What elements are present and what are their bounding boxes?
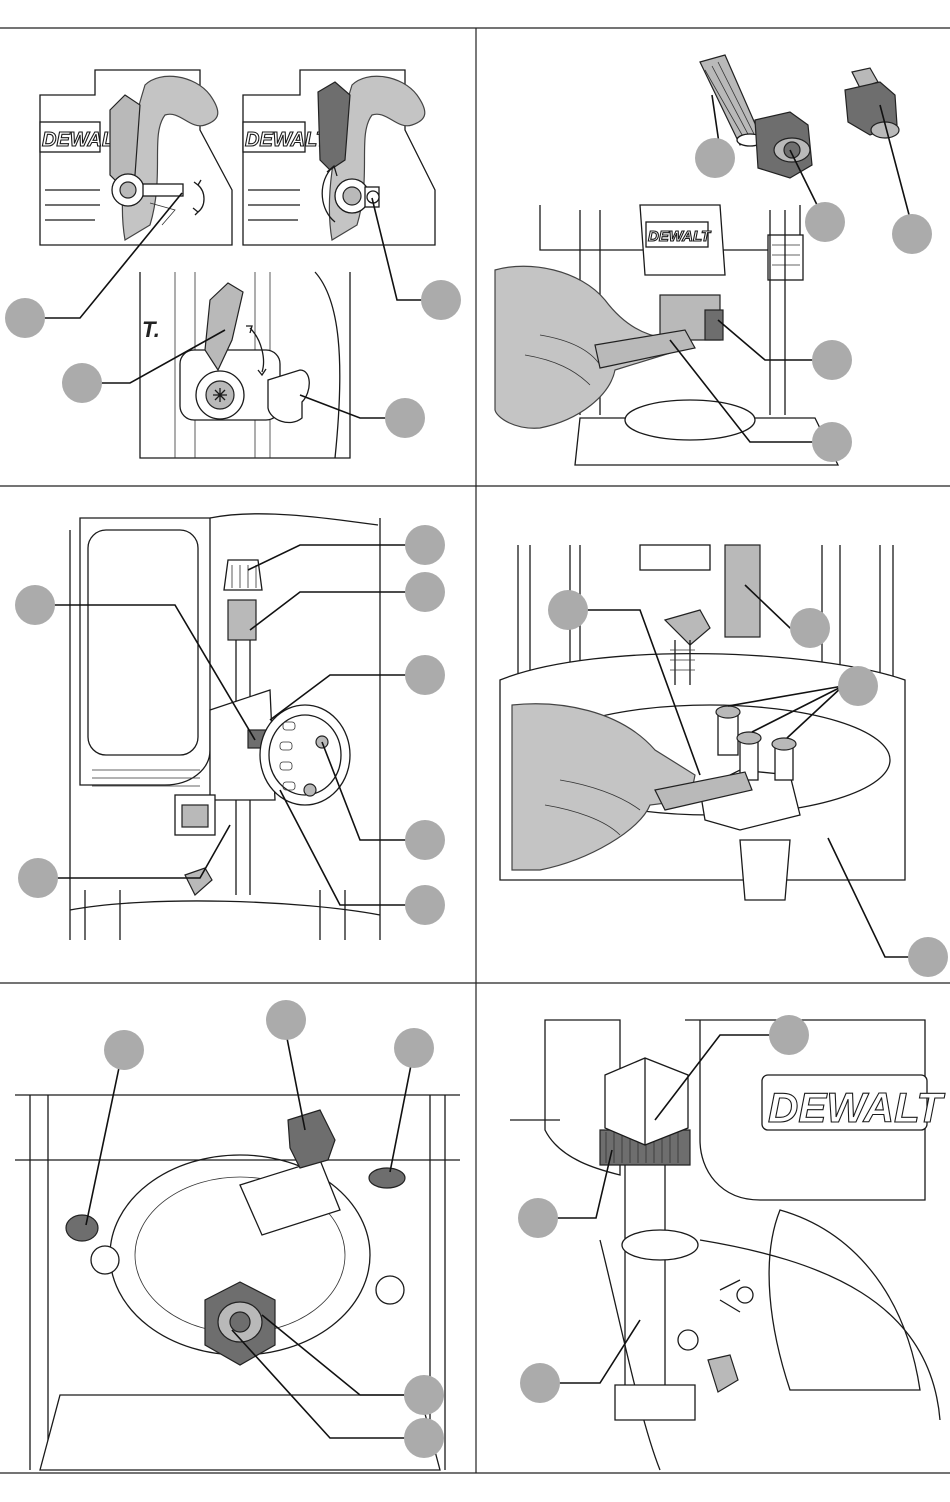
panel-depth-adjust-knob: DEWALT: [510, 1015, 946, 1470]
brand-logo-right: DEWALT: [245, 129, 330, 151]
callout-circle: [405, 885, 445, 925]
lock-lever-close-view: T.: [140, 272, 350, 458]
callout-circle: [5, 298, 45, 338]
callout-circle: [405, 525, 445, 565]
leader-line: [248, 545, 412, 570]
callout-circle: [405, 655, 445, 695]
router-body-left-view: DEWALT: [40, 70, 232, 245]
callout-circle: [18, 858, 58, 898]
leader-line: [250, 592, 412, 630]
leader-line: [718, 320, 820, 360]
callout-circle: [520, 1363, 560, 1403]
callout-circle: [405, 820, 445, 860]
leader-line: [286, 1033, 305, 1130]
brand-logo-panel6: DEWALT: [768, 1084, 946, 1131]
brand-logo-fragment: T.: [142, 317, 160, 342]
callout-circle: [404, 1375, 444, 1415]
callout-circle: [62, 363, 102, 403]
leader-line: [280, 790, 412, 905]
panel-collet-nut-underside: [15, 1000, 460, 1470]
router-body-right-view: DEWALT: [243, 70, 435, 245]
panel-depth-rod-turret: [15, 514, 445, 941]
callout-circle: [892, 214, 932, 254]
panel-collet-installation: DEWALT: [495, 55, 932, 465]
callout-circle: [15, 585, 55, 625]
callout-circle: [812, 340, 852, 380]
callout-circle: [769, 1015, 809, 1055]
callout-circle: [812, 422, 852, 462]
callout-circle: [405, 572, 445, 612]
leader-line: [86, 1063, 120, 1225]
callout-circle: [838, 666, 878, 706]
leader-line: [390, 1060, 412, 1172]
leader-line: [555, 1320, 640, 1383]
router-with-wrench: DEWALT: [495, 205, 838, 465]
callout-circle: [790, 608, 830, 648]
panel-turret-stop-screws: [500, 545, 948, 977]
callout-circle: [695, 138, 735, 178]
callout-circle: [421, 280, 461, 320]
leader-line: [262, 1315, 410, 1395]
callout-circle: [394, 1028, 434, 1068]
callout-circle: [548, 590, 588, 630]
callout-circle: [104, 1030, 144, 1070]
callout-circle: [404, 1418, 444, 1458]
callout-circle: [805, 202, 845, 242]
callout-circle: [518, 1198, 558, 1238]
panel-depth-lock-lever: DEWALT DEWALT: [5, 70, 461, 458]
brand-logo-panel2: DEWALT: [648, 228, 712, 245]
callout-circle: [385, 398, 425, 438]
callout-circle: [266, 1000, 306, 1040]
callout-circle: [908, 937, 948, 977]
